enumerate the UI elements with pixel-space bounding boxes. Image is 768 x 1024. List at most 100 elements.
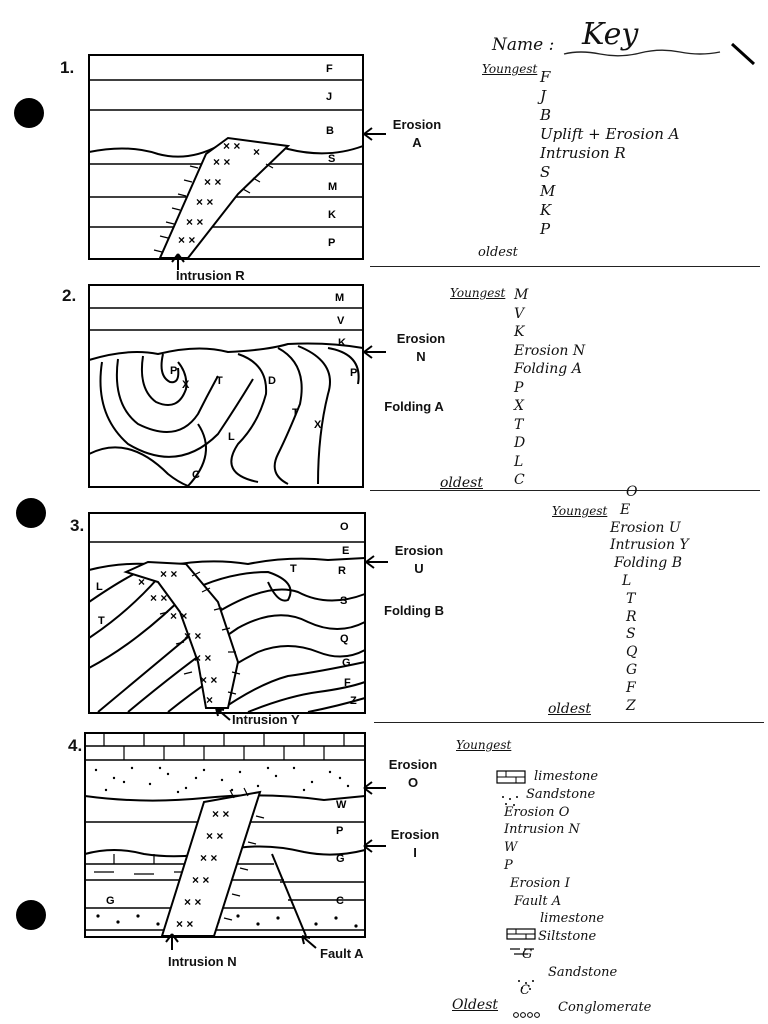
p2-layer-P: P [170, 365, 177, 377]
conglomerate-symbol-icon [513, 1012, 540, 1018]
p3-erosion-arrow [365, 555, 388, 569]
p2-key-item: L [514, 453, 524, 470]
p1-layer-S: S [328, 153, 335, 165]
p2-key-item: Erosion N [514, 342, 586, 359]
p1-divider [370, 266, 760, 267]
problem-3-cross-section: ×× ×× ×× × × ×× ×× ×× O E R T S Q G F Z … [88, 512, 366, 714]
p4-key-item: Erosion O [504, 804, 570, 820]
p4-key-item: Sandstone [526, 786, 596, 802]
p2-key-item: X [514, 398, 524, 414]
p4-layer-G-left: G [106, 895, 115, 907]
p2-key-item: V [514, 305, 525, 322]
p4-key-item: Fault A [514, 893, 562, 909]
problem-2-cross-section: M V K P X T D T X L C P [88, 284, 364, 488]
p3-folding-label: Folding B [384, 603, 444, 618]
limestone-symbol-icon [496, 770, 526, 784]
svg-text:× ×: × × [160, 567, 177, 581]
p3-layer-O: O [340, 521, 349, 533]
p4-key-item: Erosion I [510, 875, 570, 891]
svg-text:×: × [138, 575, 145, 589]
p4-key-list: limestone Sandstone Erosion O Intrusion … [504, 768, 651, 1017]
sandstone-symbol-icon-2 [518, 980, 534, 990]
p2-erosion-arrow [363, 345, 386, 359]
p1-layer-P: P [328, 237, 335, 249]
problem-3-number: 3. [70, 516, 85, 535]
p2-layer-L: L [228, 431, 235, 443]
p2-key-item: M [514, 287, 529, 303]
problem-4-cross-section: × ×× ×× × × ×× ×× × W P G G C [84, 732, 366, 938]
p3-layer-E: E [342, 545, 349, 557]
p3-key-item: L [622, 572, 632, 589]
svg-text:× ×: × × [194, 651, 211, 665]
p2-key-header: Youngest [450, 286, 506, 300]
svg-text:× ×: × × [184, 895, 201, 909]
p4-erosion-top-arrow [363, 781, 386, 795]
p1-key-header: Youngest [482, 62, 538, 76]
p1-key-list: F J B Uplift + Erosion A Intrusion R S M… [540, 68, 679, 239]
name-label: Name : [492, 35, 555, 55]
limestone-symbol-icon-2 [506, 928, 536, 940]
svg-text:× ×: × × [196, 195, 213, 209]
p3-key-item: Folding B [614, 555, 683, 572]
p1-key-item: Uplift + Erosion A [540, 125, 680, 143]
p3-layer-L: L [96, 581, 103, 593]
p4-key-item: G [522, 946, 533, 962]
p3-key-header: Youngest [552, 504, 608, 518]
p3-layer-Q: Q [340, 633, 349, 645]
p1-erosion-arrow [363, 127, 386, 141]
svg-text:× ×: × × [150, 591, 167, 605]
p3-layer-Z: Z [350, 695, 357, 707]
svg-text:× ×: × × [212, 807, 229, 821]
p4-oldest-label: Oldest [452, 997, 499, 1013]
binder-hole-3 [16, 900, 46, 930]
p1-intrusion-arrow [171, 253, 185, 270]
problem-1-number: 1. [60, 58, 75, 77]
siltstone-symbol-icon [510, 948, 534, 955]
p2-layer-X: X [182, 379, 190, 391]
p3-key-item: T [626, 590, 636, 607]
p2-layer-X2: X [314, 419, 322, 431]
p3-key-item: R [626, 608, 637, 625]
svg-text:× ×: × × [170, 609, 187, 623]
p3-oldest-label: oldest [548, 701, 591, 717]
p4-erosion-mid-arrow [363, 839, 386, 853]
p1-key-item: P [540, 220, 551, 238]
svg-text:×: × [206, 693, 213, 707]
p4-layer-P: P [336, 825, 343, 837]
p4-layer-W: W [336, 799, 347, 811]
p2-layer-V: V [337, 315, 345, 327]
p1-layer-K: K [328, 209, 336, 221]
p3-intrusion-arrow [215, 707, 231, 721]
p2-layer-T: T [216, 375, 223, 387]
p4-key-item: Sandstone [548, 964, 618, 980]
p3-key-list: O E Erosion U Intrusion Y Folding B L T … [610, 484, 689, 715]
p3-key-item: Intrusion Y [610, 537, 689, 554]
p3-layer-G: G [342, 657, 351, 669]
p2-key-item: Folding A [514, 361, 582, 377]
p1-layer-J: J [326, 91, 332, 103]
svg-text:× ×: × × [186, 215, 203, 229]
p4-key-item: Siltstone [538, 929, 597, 945]
p1-layer-B: B [326, 125, 334, 137]
p1-oldest-label: oldest [478, 245, 518, 260]
p1-key-item: J [540, 87, 547, 105]
p3-layer-S: S [340, 595, 347, 607]
p1-key-item: K [540, 201, 552, 219]
p2-layer-M: M [335, 292, 344, 304]
svg-text:× ×: × × [200, 673, 217, 687]
p4-key-item: W [504, 840, 518, 856]
p4-layer-G-right: G [336, 853, 345, 865]
p2-key-list: M V K Erosion N Folding A P X T D L C [514, 286, 585, 490]
p3-divider [374, 722, 764, 723]
p1-layer-M: M [328, 181, 337, 193]
p2-layer-K: K [338, 337, 346, 349]
p3-key-item: Q [626, 644, 638, 661]
p4-fault-label: Fault A [320, 946, 364, 961]
p4-key-item: Conglomerate [558, 1000, 652, 1016]
p4-key-item: limestone [534, 769, 599, 784]
binder-hole-1 [14, 98, 44, 128]
p2-divider [370, 490, 760, 491]
